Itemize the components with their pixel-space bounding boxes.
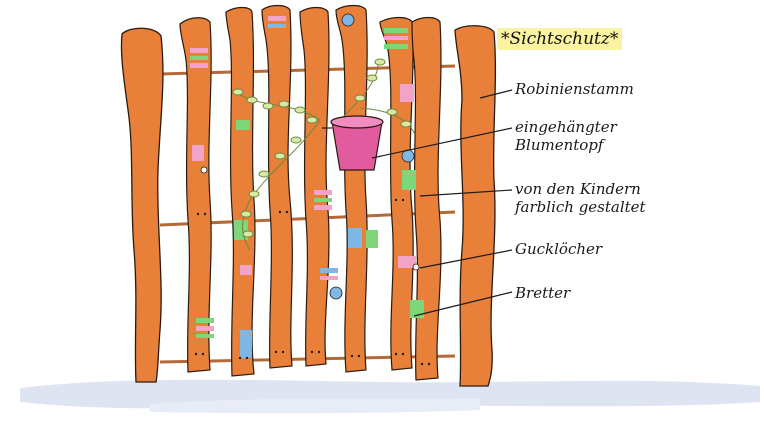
label-guckloecher: Gucklöcher [515, 240, 603, 258]
leader-kinder [419, 189, 513, 197]
board-3 [261, 4, 293, 369]
label-kinder-line1: von den Kindern [515, 180, 641, 198]
leader-lines [371, 89, 513, 317]
label-bretter: Bretter [515, 284, 571, 302]
board-4 [299, 6, 330, 367]
board-5 [335, 4, 368, 373]
fence-boards [179, 4, 442, 381]
robinia-post-left [120, 27, 164, 383]
leader-guckloecher [419, 249, 513, 269]
climbing-plant [231, 58, 416, 251]
leader-blumentopf [371, 127, 513, 159]
hanging-flower-pot [322, 115, 384, 171]
diagram-title: *Sichtschutz* [497, 26, 687, 52]
peepholes [194, 198, 431, 366]
label-kinder-line2: farblich gestaltet [515, 198, 646, 216]
board-7 [411, 16, 442, 381]
label-topf-line1: eingehängter [515, 118, 617, 136]
robinia-post-right [454, 25, 497, 387]
ground-shadow [20, 379, 760, 414]
label-topf-line2: Blumentopf [515, 136, 604, 154]
board-1 [179, 17, 212, 373]
board-6 [379, 16, 414, 371]
title-highlight: *Sichtschutz* [497, 28, 623, 50]
painted-decorations [190, 13, 424, 358]
leader-bretter [413, 291, 513, 317]
label-robinienstamm: Robinienstamm [515, 80, 634, 98]
leader-robinienstamm [479, 89, 513, 99]
